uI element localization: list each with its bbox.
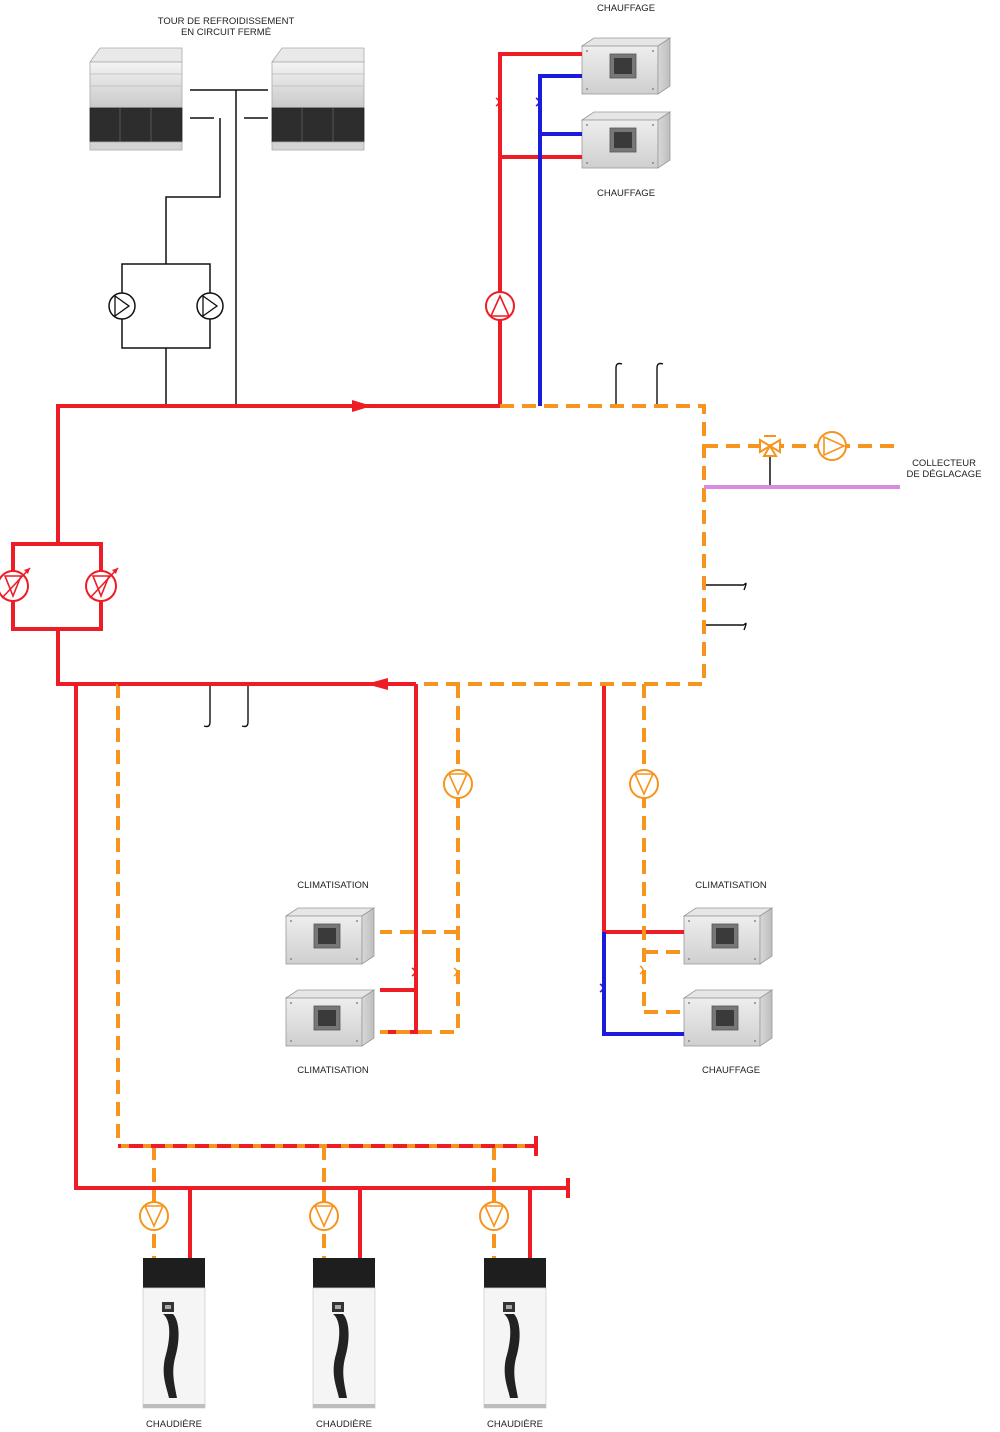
ac-pump-left xyxy=(443,769,473,799)
three-way-valve xyxy=(759,435,781,457)
boiler-3 xyxy=(483,1257,547,1409)
heating-right-bottom-label: CHAUFFAGE xyxy=(702,1065,760,1076)
ac-pump-right xyxy=(629,769,659,799)
pipe-flex-marks xyxy=(411,97,644,993)
cooling-tower-right xyxy=(271,47,365,151)
heating-top-label: CHAUFFAGE xyxy=(597,3,655,14)
ac-left-bottom-label: CLIMATISATION xyxy=(297,1065,369,1076)
tempered-water-pipes xyxy=(116,404,900,1258)
ac-right-top-label: CLIMATISATION xyxy=(695,880,767,891)
heating-mid-label: CHAUFFAGE xyxy=(597,188,655,199)
cooling-tower-left xyxy=(89,47,183,151)
heating-unit-top xyxy=(581,37,671,95)
hot-water-pipes xyxy=(11,52,684,1258)
collector-label-line2: DE DÉGLACAGE xyxy=(907,469,982,480)
main-pump-left xyxy=(0,567,31,602)
tower-pump-left xyxy=(108,292,136,320)
flow-arrow-supply xyxy=(352,400,372,412)
collector-label-line1: COLLECTEUR xyxy=(912,458,976,469)
ac-unit-left-top xyxy=(285,907,375,965)
cooling-tower-label-line2: EN CIRCUIT FERMÉ xyxy=(181,27,271,38)
ac-unit-right-top xyxy=(683,907,773,965)
boiler-3-label: CHAUDIÈRE xyxy=(487,1419,543,1430)
boiler-1 xyxy=(142,1257,206,1409)
boiler-2 xyxy=(312,1257,376,1409)
heating-unit-right-bottom xyxy=(683,989,773,1047)
boiler-pump-1 xyxy=(139,1201,169,1231)
boiler-pump-3 xyxy=(479,1201,509,1231)
control-lines xyxy=(121,89,771,626)
ac-unit-left-bottom xyxy=(285,989,375,1047)
boiler-1-label: CHAUDIÈRE xyxy=(146,1419,202,1430)
main-pump-right xyxy=(85,567,119,602)
return-red-dashes xyxy=(118,682,536,1148)
sensor-hooks xyxy=(203,362,747,728)
boiler-pump-2 xyxy=(309,1201,339,1231)
cooling-tower-label-line1: TOUR DE REFROIDISSEMENT xyxy=(158,16,295,27)
boiler-2-label: CHAUDIÈRE xyxy=(316,1419,372,1430)
deicing-pump xyxy=(817,431,847,461)
tower-pump-right xyxy=(196,292,224,320)
heating-unit-mid xyxy=(581,111,671,169)
ac-left-top-label: CLIMATISATION xyxy=(297,880,369,891)
heating-pump xyxy=(485,291,515,321)
cold-water-pipes xyxy=(538,74,684,1036)
